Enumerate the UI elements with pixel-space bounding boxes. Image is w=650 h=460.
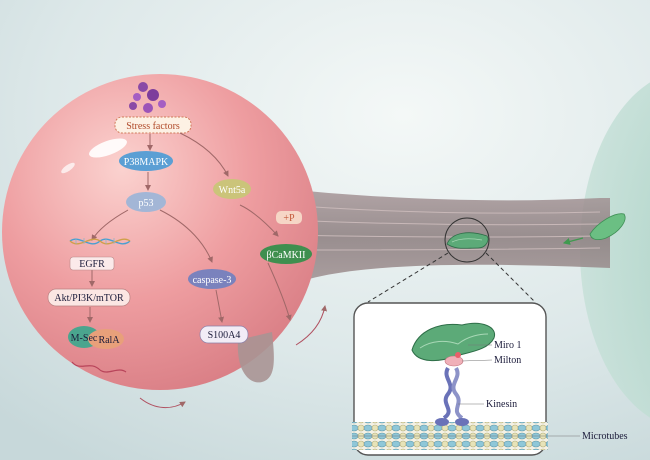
tunneling-nanotube [250, 185, 610, 290]
p38mapk-label: P38MAPK [124, 157, 169, 168]
egfr-node [69, 256, 115, 271]
bcamkii-node [260, 244, 312, 264]
egfr-label: EGFR [79, 259, 105, 270]
phosphorylation-node [276, 211, 302, 224]
stress-particles [129, 82, 166, 113]
kinesin-motor [442, 366, 453, 420]
zoom-line-left [367, 252, 449, 303]
kinesin-label: Kinesin [486, 399, 517, 410]
phosphorylation-label: +P [283, 213, 295, 224]
dna-helix-icon [69, 238, 131, 245]
bcamkii-label: βCaMKII [267, 250, 306, 261]
msec-label: M-Sec [71, 333, 98, 344]
p38mapk-node [119, 151, 173, 171]
pathway-arrows [87, 132, 292, 323]
mitochondrion-transfer [562, 213, 626, 245]
milton-protein [444, 355, 464, 367]
rala-label: RalA [98, 335, 120, 346]
p53-node [126, 192, 166, 212]
neighbor-cell [580, 82, 650, 418]
miro1-protein [455, 352, 461, 358]
s100a4-label: S100A4 [208, 330, 241, 341]
p53-label: p53 [139, 198, 154, 209]
wnt5a-node [213, 179, 251, 199]
stressed-cell [2, 74, 318, 390]
microtubes-label: Microtubes [582, 431, 628, 442]
miro1-label: Miro 1 [494, 340, 522, 351]
akt-label: Akt/PI3K/mTOR [54, 293, 124, 304]
mitochondrion-in-tube [444, 217, 490, 263]
inset-mitochondrion [411, 322, 496, 361]
s100a4-node [199, 325, 249, 344]
caspase3-node [188, 269, 236, 289]
stress-factors-label: Stress factors [126, 121, 180, 132]
akt-node [47, 288, 131, 307]
curved-arrow-right [295, 305, 328, 346]
milton-label: Milton [494, 355, 521, 366]
rala-node [88, 329, 124, 349]
wnt5a-label: Wnt5a [219, 185, 246, 196]
caspase3-label: caspase-3 [193, 275, 232, 286]
curved-arrow-bottom [139, 397, 186, 408]
zoom-line-right [485, 252, 536, 303]
stress-factors-node [114, 116, 192, 134]
inset-panel [352, 302, 580, 456]
